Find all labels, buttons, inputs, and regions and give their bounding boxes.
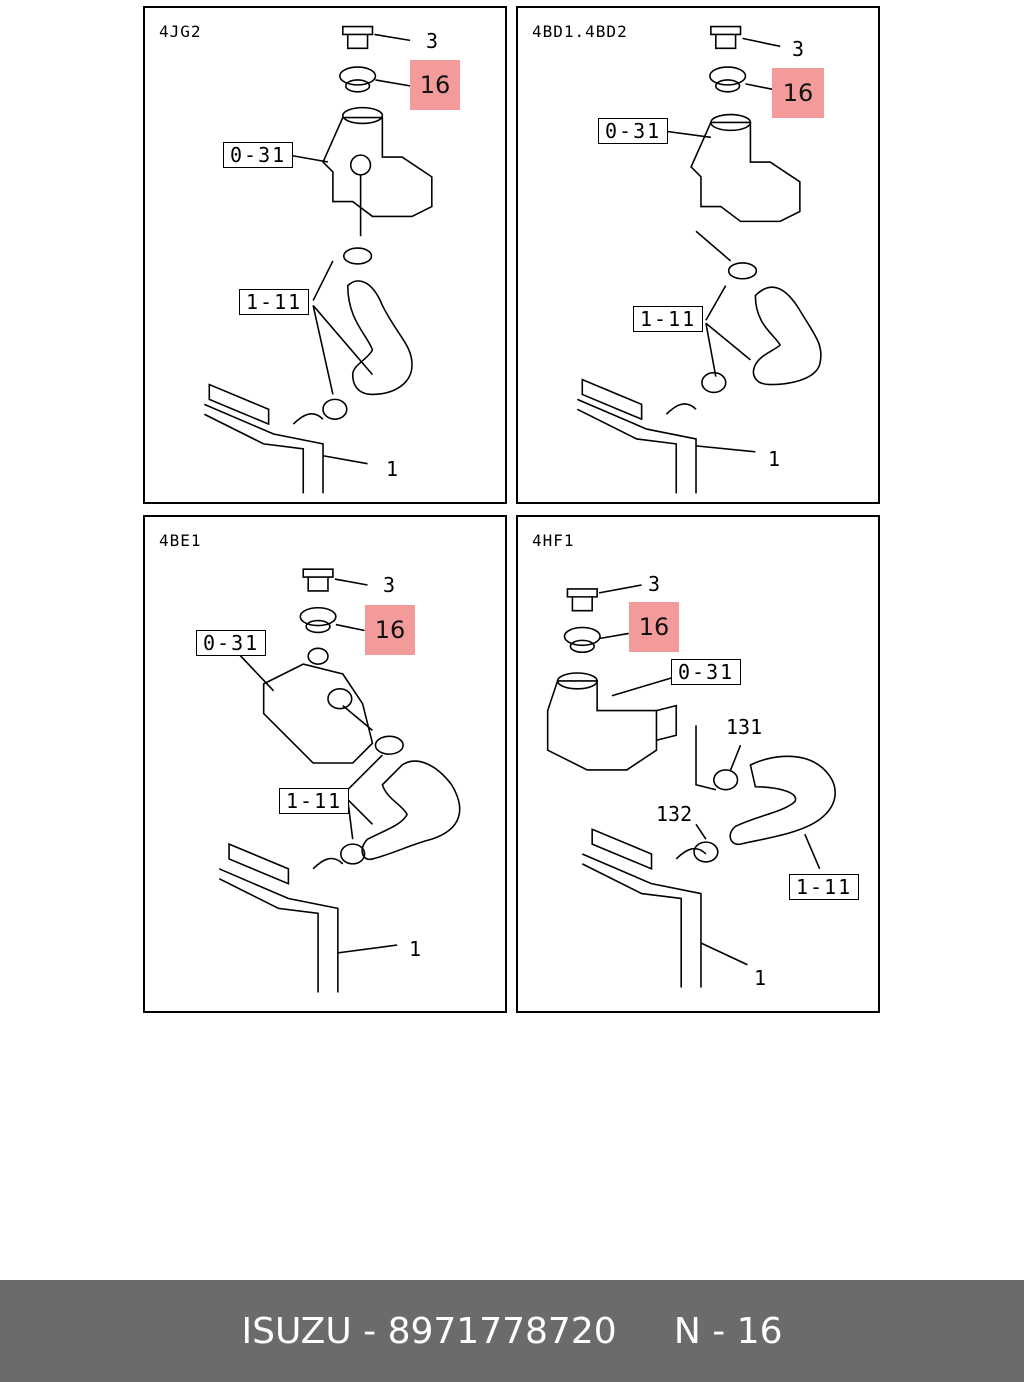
callout-clamp-132: 132 (656, 802, 693, 826)
callout-cap: 3 (426, 29, 439, 53)
callout-housing: 0-31 (223, 142, 294, 168)
engine-model-label: 4BE1 (159, 531, 202, 550)
callout-gasket-highlighted: 16 (365, 605, 415, 655)
part-number: 8971778720 (387, 1310, 617, 1352)
parts-drawing (546, 584, 836, 988)
diagram-panel-4be1: 4BE1 3 16 0-31 1-11 1 (143, 515, 507, 1013)
callout-radiator: 1 (386, 457, 399, 481)
callout-hose: 1-11 (239, 289, 310, 315)
callout-gasket-highlighted: 16 (772, 68, 824, 118)
callout-clamp-131: 131 (726, 715, 763, 739)
separator: - (351, 1310, 388, 1352)
callout-housing: 0-31 (196, 630, 267, 656)
parts-drawing (203, 25, 433, 494)
parts-drawing (576, 25, 822, 494)
callout-gasket-highlighted: 16 (629, 602, 679, 652)
spacer (617, 1311, 674, 1352)
diagram-panel-4bd1-4bd2: 4BD1.4BD2 3 16 0-31 1-11 1 (516, 6, 880, 504)
diagram-panel-4hf1: 4HF1 3 16 0-31 131 132 1-11 1 (516, 515, 880, 1013)
brand-name: ISUZU (241, 1310, 352, 1352)
diagram-panel-4jg2: 4JG2 3 16 0-31 1-11 1 (143, 6, 507, 504)
page-reference: N - 16 (673, 1310, 783, 1352)
callout-cap: 3 (792, 37, 805, 61)
callout-housing: 0-31 (598, 118, 669, 144)
callout-radiator: 1 (754, 966, 767, 990)
engine-model-label: 4JG2 (159, 22, 202, 41)
part-number-footer: ISUZU - 8971778720 N - 16 (0, 1280, 1024, 1382)
parts-drawing (218, 568, 461, 993)
callout-hose: 1-11 (789, 874, 860, 900)
callout-hose: 1-11 (633, 306, 704, 332)
engine-model-label: 4BD1.4BD2 (532, 22, 628, 41)
callout-gasket-highlighted: 16 (410, 60, 460, 110)
callout-radiator: 1 (409, 937, 422, 961)
callout-radiator: 1 (768, 447, 781, 471)
callout-cap: 3 (383, 573, 396, 597)
callout-housing: 0-31 (671, 659, 742, 685)
engine-model-label: 4HF1 (532, 531, 575, 550)
callout-hose: 1-11 (279, 788, 350, 814)
callout-cap: 3 (648, 572, 661, 596)
